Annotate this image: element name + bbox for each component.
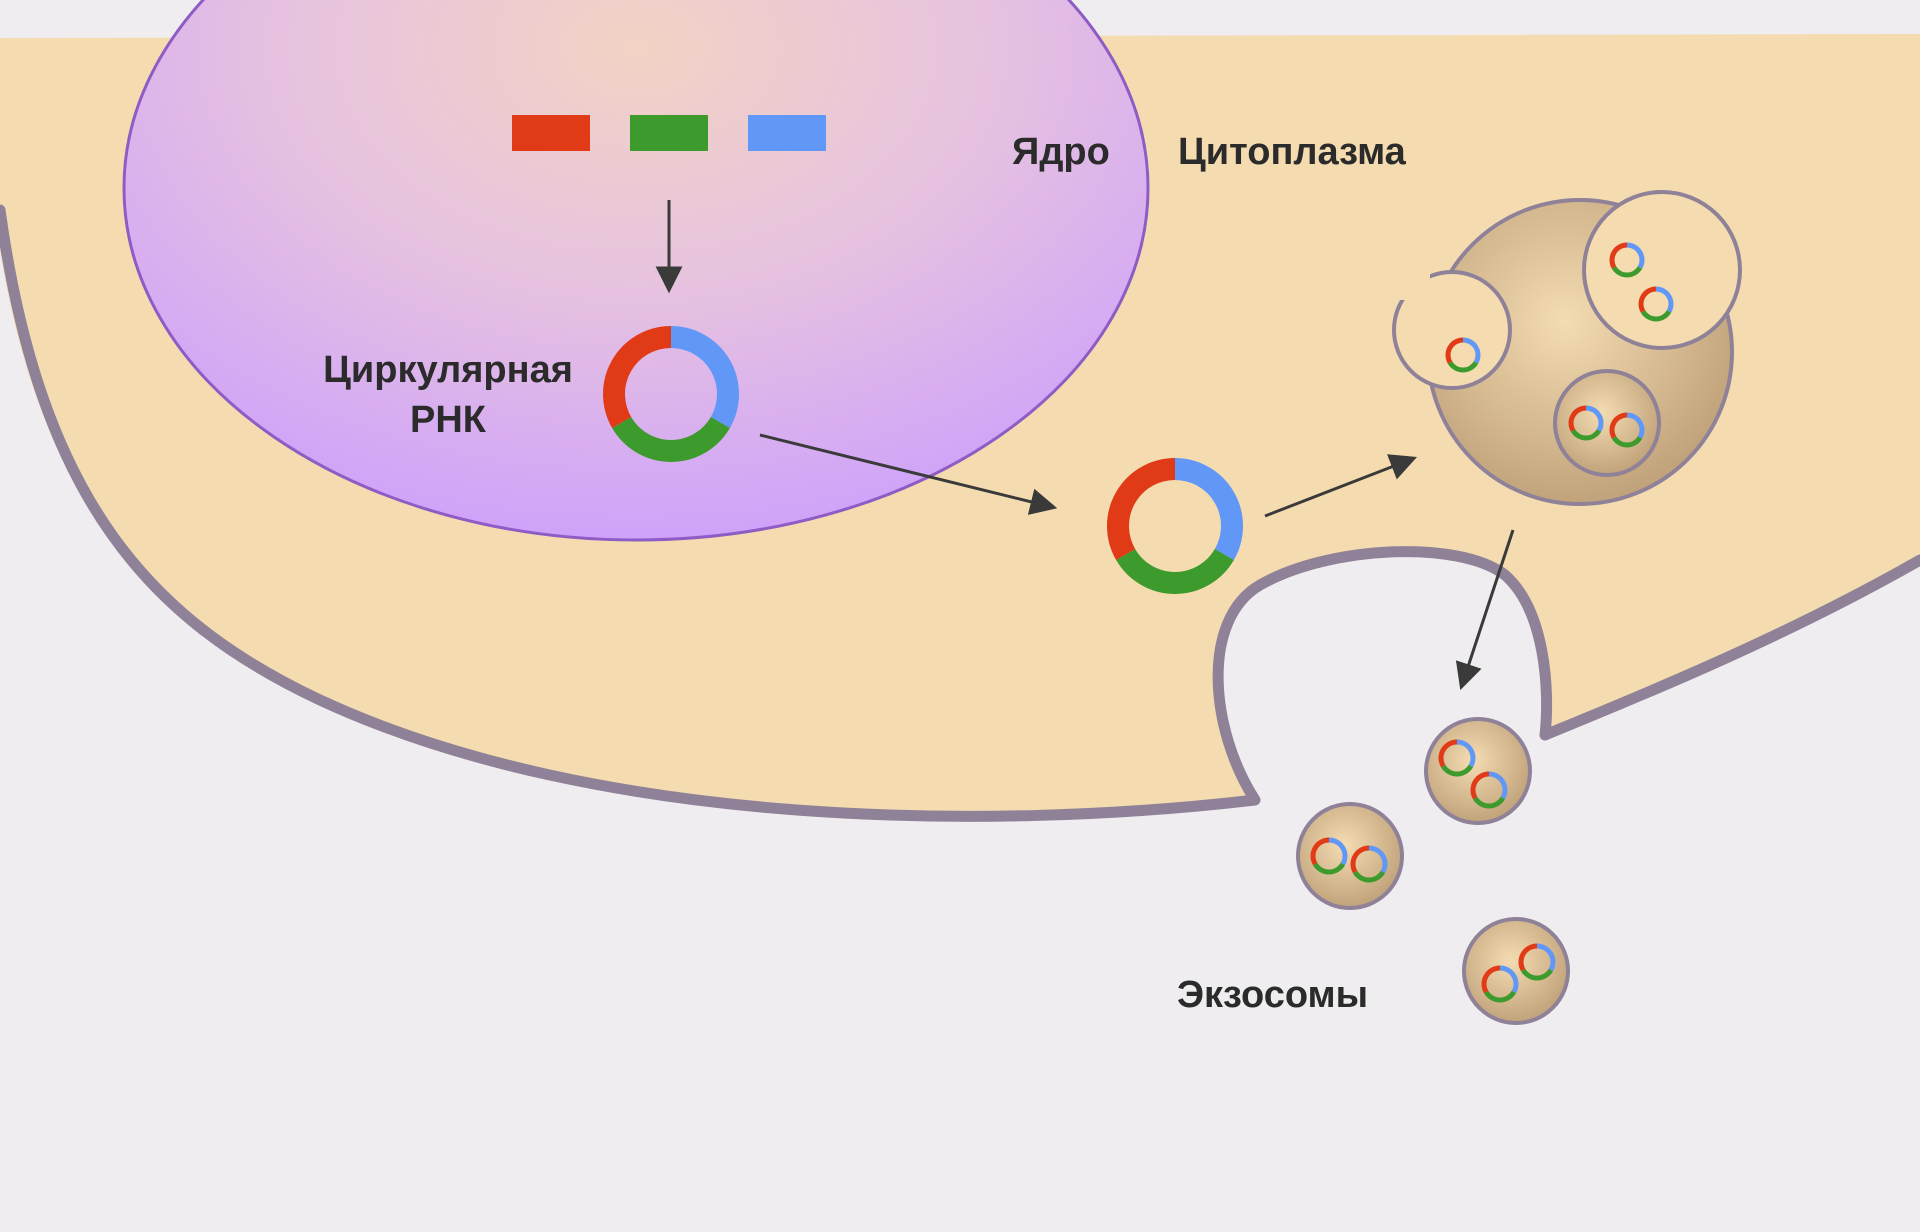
cell-membrane	[0, 204, 1920, 822]
rna-arc-segment	[1536, 943, 1556, 972]
cytoplasm-label: Цитоплазма	[1178, 131, 1407, 173]
rna-arc-segment	[1499, 965, 1519, 994]
rna-arc-segment	[1611, 436, 1643, 448]
circular-rna-label-line1: Циркулярная	[323, 349, 573, 391]
rna-arc-segment	[1445, 337, 1464, 364]
rna-arc-segment	[1310, 837, 1330, 866]
circular-rna-icon	[1481, 965, 1519, 1003]
exosome-icon	[1424, 717, 1532, 825]
rna-arc-segment	[603, 326, 672, 428]
circular-rna-icon	[1438, 739, 1476, 777]
circular-rna-icon	[1350, 845, 1388, 883]
rna-arc-segment	[1570, 429, 1602, 441]
rna-arc-segment	[1638, 286, 1657, 313]
rna-arc-segment	[1312, 862, 1346, 875]
rna-arc-segment	[1470, 771, 1490, 800]
rna-arc-segment	[1462, 337, 1481, 364]
rna-arc-segment	[1352, 870, 1386, 883]
circular-rna-icon	[1609, 412, 1645, 448]
rna-arc-segment	[1438, 739, 1458, 768]
rna-arc-segment	[1440, 764, 1474, 777]
arrow-icon	[759, 433, 1058, 515]
rna-arc-segment	[1655, 286, 1674, 313]
rna-arc-segment	[1585, 405, 1604, 432]
exosome-icon	[1462, 917, 1570, 1025]
multivesicular-body-icon	[1380, 190, 1742, 506]
exosome-membrane	[1296, 802, 1404, 910]
rna-arc-segment	[1350, 845, 1370, 874]
rna-segment-icon	[748, 115, 826, 151]
rna-arc-segment	[1611, 266, 1643, 278]
circular-rna-icon	[1107, 458, 1243, 594]
rna-arc-segment	[1568, 405, 1587, 432]
rna-arc-segment	[1609, 242, 1628, 269]
linear-rna-segments	[512, 115, 826, 151]
circular-rna-icon	[1638, 286, 1674, 322]
circular-rna-icon	[1568, 405, 1604, 441]
rna-arc-segment	[1520, 968, 1554, 981]
rna-arc-segment	[1174, 458, 1243, 560]
arrow-icon	[1455, 529, 1515, 691]
exosome-group	[1296, 717, 1570, 1025]
nucleus-label: Ядро	[1012, 131, 1110, 173]
rna-arc-segment	[1447, 361, 1479, 373]
rna-arc-segment	[1640, 310, 1672, 322]
circular-rna-icon	[1609, 242, 1645, 278]
rna-arc-segment	[670, 326, 739, 428]
rna-arc-segment	[1328, 837, 1348, 866]
exosomes-label: Экзосомы	[1177, 974, 1368, 1016]
rna-arc-segment	[1368, 845, 1388, 874]
circular-rna-icon	[1470, 771, 1508, 809]
rna-arc-segment	[1107, 458, 1176, 560]
circular-rna-icon	[603, 326, 739, 462]
rna-arc-segment	[1626, 242, 1645, 269]
rna-arc-segment	[1472, 796, 1506, 809]
rna-segment-icon	[512, 115, 590, 151]
rna-arc-segment	[612, 416, 730, 462]
exosome-membrane	[1424, 717, 1532, 825]
rna-arc-segment	[1488, 771, 1508, 800]
rna-arc-segment	[1456, 739, 1476, 768]
circular-rna-label-line2: РНК	[410, 399, 487, 441]
rna-segment-icon	[630, 115, 708, 151]
rna-arc-segment	[1518, 943, 1538, 972]
rna-arc-segment	[1626, 412, 1645, 439]
arrow-icon	[1264, 454, 1418, 518]
rna-arc-segment	[1609, 412, 1628, 439]
rna-arc-segment	[1481, 965, 1501, 994]
rna-arc-segment	[1483, 990, 1517, 1003]
circular-rna-icon	[1445, 337, 1481, 373]
circular-rna-icon	[1518, 943, 1556, 981]
circular-rna-icon	[1310, 837, 1348, 875]
exosome-icon	[1296, 802, 1404, 910]
nucleus	[122, 0, 1150, 542]
rna-arc-segment	[1116, 548, 1234, 594]
